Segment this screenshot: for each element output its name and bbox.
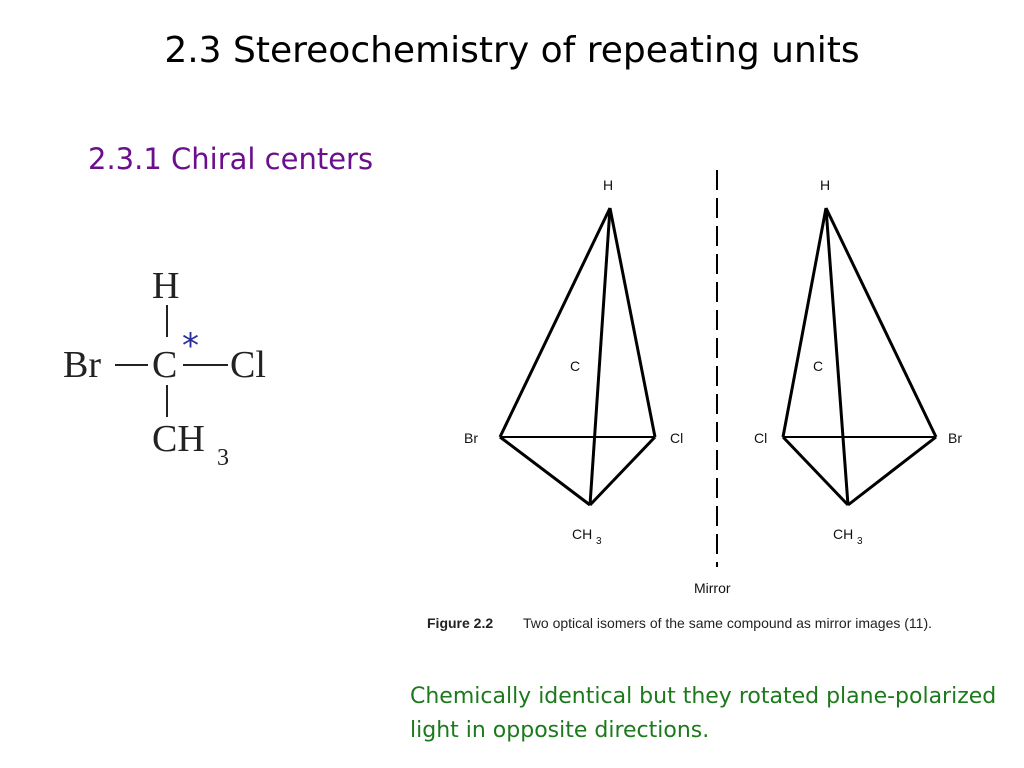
right-isomer: H C Cl Br CH 3 — [754, 177, 962, 547]
right-isomer-center: C — [813, 358, 823, 374]
formula-left-atom: Br — [63, 344, 101, 386]
slide-title: 2.3 Stereochemistry of repeating units — [164, 30, 860, 71]
left-isomer-left: Br — [464, 430, 478, 446]
left-isomer-bottom: CH — [572, 526, 592, 542]
formula-center-atom: C — [152, 344, 177, 386]
chiral-marker: * — [182, 326, 199, 366]
right-isomer-right: Br — [948, 430, 962, 446]
section-subtitle: 2.3.1 Chiral centers — [88, 142, 374, 176]
observation-note: Chemically identical but they rotated pl… — [410, 684, 997, 743]
left-isomer: H C Br Cl CH 3 — [464, 177, 683, 547]
mirror-isomers-figure: H C Br Cl CH 3 Mirror H C Cl Br CH 3 Fig… — [427, 170, 962, 631]
figure-caption-text: Two optical isomers of the same compound… — [523, 615, 932, 631]
right-isomer-bottom-subscript: 3 — [857, 536, 863, 547]
formula-right-atom: Cl — [230, 344, 266, 386]
formula-bottom-subscript: 3 — [217, 445, 229, 471]
left-isomer-top: H — [603, 177, 613, 193]
left-isomer-bottom-subscript: 3 — [596, 536, 602, 547]
mirror-label: Mirror — [694, 580, 731, 596]
figure-caption-label: Figure 2.2 — [427, 615, 493, 631]
left-isomer-center: C — [570, 358, 580, 374]
right-isomer-left: Cl — [754, 430, 767, 446]
formula-bottom-group: CH — [152, 418, 205, 460]
right-isomer-bottom: CH — [833, 526, 853, 542]
structural-formula: H Br C * Cl CH 3 — [63, 265, 266, 471]
right-isomer-top: H — [820, 177, 830, 193]
formula-top-atom: H — [152, 265, 179, 307]
left-isomer-right: Cl — [670, 430, 683, 446]
